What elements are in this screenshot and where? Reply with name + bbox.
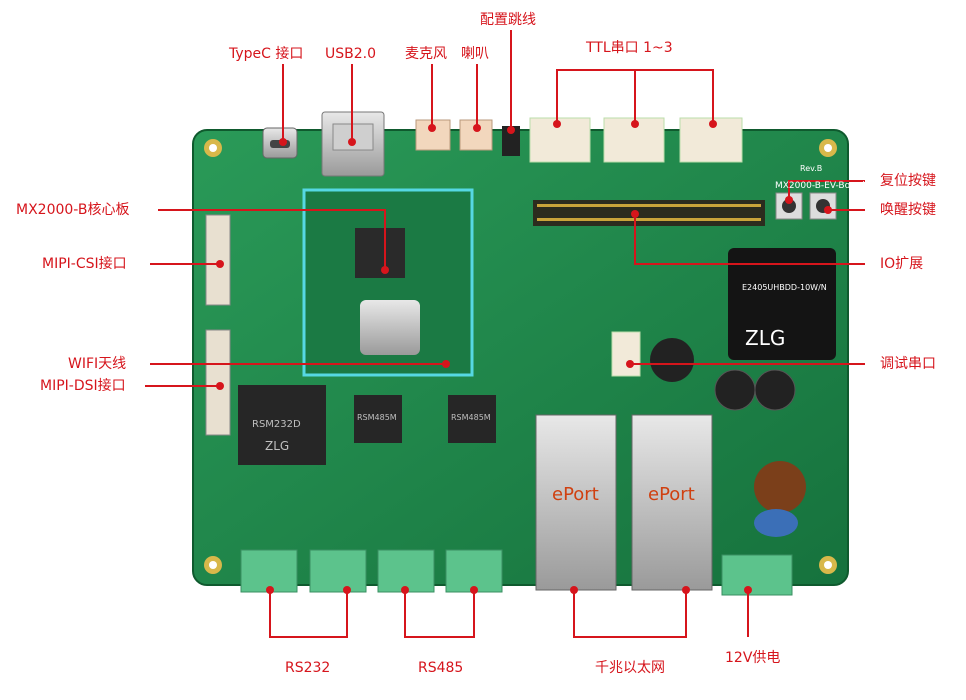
rs485-chip-text-1: RSM485M: [357, 413, 397, 422]
eport-2: ePort: [648, 484, 695, 505]
ethernet-port-1: [535, 414, 617, 591]
label-ttl: TTL串口 1~3: [586, 40, 673, 56]
power-module-text: E2405UHBDD-10W/N: [742, 283, 827, 292]
rs232-terminal-1: [240, 549, 298, 593]
label-usb: USB2.0: [325, 46, 377, 62]
label-speaker: 喇叭: [461, 46, 489, 62]
rs232-chip: [238, 385, 326, 465]
label-rs232: RS232: [285, 660, 331, 676]
ethernet-port-2: [631, 414, 713, 591]
rs485-chip-2: [448, 395, 496, 443]
power-terminal: [721, 554, 793, 596]
label-ethernet: 千兆以太网: [595, 660, 665, 676]
label-debug-uart: 调试串口: [880, 356, 936, 372]
rs485-chip-text-2: RSM485M: [451, 413, 491, 422]
label-jumper: 配置跳线: [480, 12, 536, 28]
label-typec: TypeC 接口: [229, 46, 304, 62]
label-power: 12V供电: [725, 650, 781, 666]
board-name-silk: MX2000-B-EV-Board: [775, 181, 865, 191]
mipi-csi-connector: [205, 214, 231, 306]
label-reset-button: 复位按键: [880, 173, 936, 189]
label-mipi-dsi: MIPI-DSI接口: [40, 378, 126, 394]
rs485-terminal-1: [377, 549, 435, 593]
label-wake-button: 唤醒按键: [880, 202, 936, 218]
rs485-chip-1: [354, 395, 402, 443]
debug-uart-connector: [611, 331, 641, 377]
leader-lines: [145, 30, 865, 638]
io-header: [533, 200, 765, 226]
label-wifi: WIFI天线: [68, 356, 127, 372]
jumper-header: [502, 126, 520, 156]
label-core-board: MX2000-B核心板: [16, 202, 130, 218]
power-module: [728, 248, 836, 360]
eport-1: ePort: [552, 484, 599, 505]
wake-button: [809, 192, 837, 220]
rs232-brand: ZLG: [265, 439, 289, 453]
mipi-dsi-connector: [205, 329, 231, 436]
rs232-chip-text: RSM232D: [252, 419, 301, 430]
rev-silk: Rev.B: [800, 164, 822, 173]
label-rs485: RS485: [418, 660, 464, 676]
label-mic: 麦克风: [405, 46, 447, 62]
label-mipi-csi: MIPI-CSI接口: [42, 256, 127, 272]
power-brand: ZLG: [745, 326, 785, 350]
label-io-ext: IO扩展: [880, 256, 924, 272]
mounting-holes: [204, 139, 837, 574]
rs232-terminal-2: [309, 549, 367, 593]
rs485-terminal-2: [445, 549, 503, 593]
